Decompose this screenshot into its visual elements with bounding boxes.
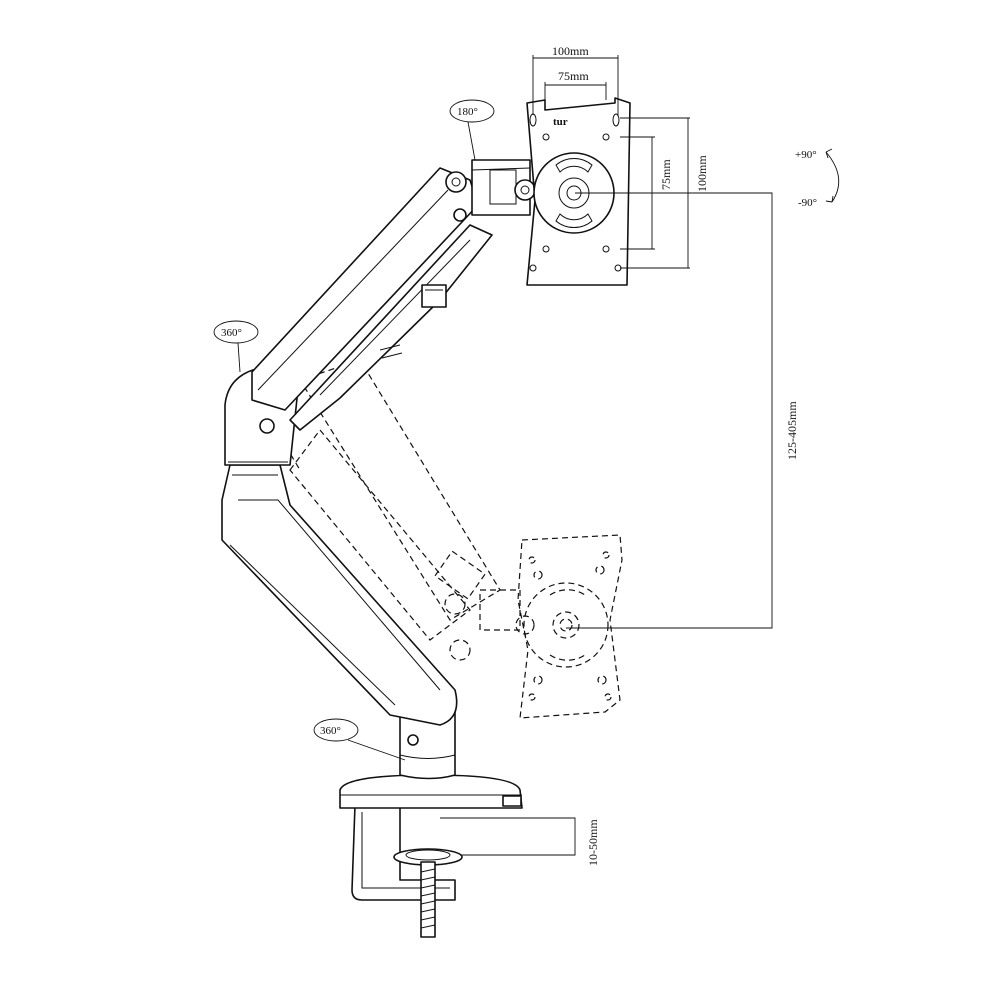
- dimension-75mm-height: 75mm: [659, 159, 673, 190]
- dimension-75mm-width: 75mm: [558, 69, 589, 83]
- dimension-clamp-range: 10-50mm: [586, 819, 600, 866]
- clamp-range-dimension: 10-50mm: [440, 817, 600, 866]
- head-swivel-label: 180°: [457, 106, 478, 118]
- tilt-minus-label: -90°: [798, 197, 817, 209]
- tilt-rotation-indicator: +90° -90°: [795, 148, 840, 209]
- vesa-dimensions: 100mm 75mm 75mm 100mm: [532, 44, 709, 269]
- lowered-vesa-plate: [517, 534, 623, 719]
- elbow-swivel-label: 360°: [221, 327, 242, 339]
- base-swivel-label: 360°: [320, 725, 341, 737]
- head-swivel-indicator: 180°: [449, 99, 495, 161]
- base-plate: [339, 774, 523, 809]
- elbow-swivel-indicator: 360°: [213, 320, 259, 373]
- dimension-100mm-height: 100mm: [695, 155, 709, 192]
- dimension-height-range: 125-405mm: [785, 401, 799, 460]
- tilt-plus-label: +90°: [795, 149, 817, 161]
- tilt-head: [471, 159, 536, 216]
- logo-text: tur: [553, 116, 568, 128]
- height-range-dimension: 125-405mm: [566, 192, 799, 629]
- dimension-100mm-width: 100mm: [552, 44, 589, 58]
- desk-clamp: [351, 804, 463, 938]
- vesa-plate: tur: [526, 97, 631, 286]
- lower-arm: [221, 464, 458, 726]
- base-swivel-indicator: 360°: [313, 718, 406, 761]
- upper-arm: [251, 167, 493, 431]
